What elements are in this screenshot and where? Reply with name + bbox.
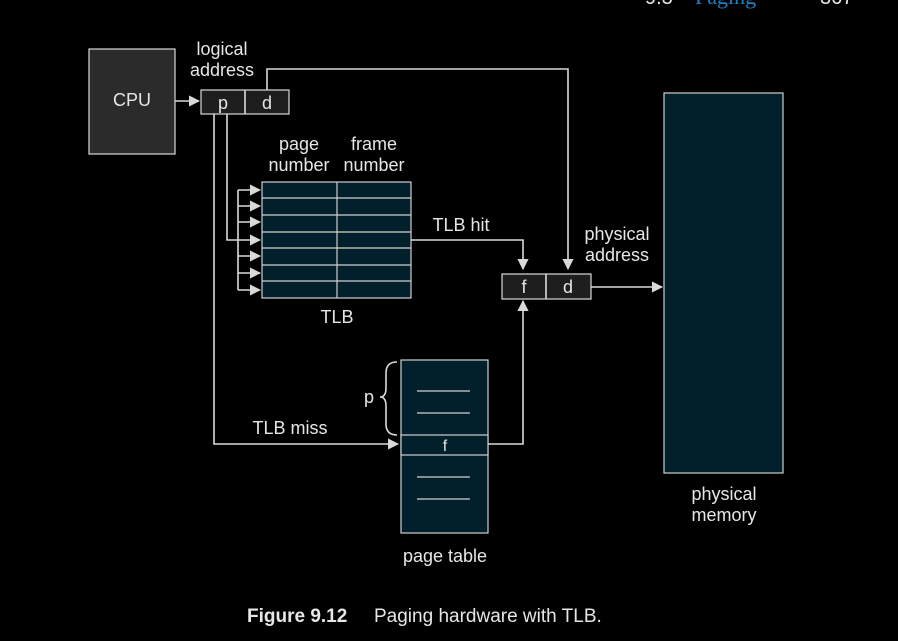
header-section-number: 9.3 xyxy=(645,0,673,9)
physical-memory-label-line2: memory xyxy=(691,505,756,525)
cpu-box xyxy=(88,48,176,155)
page-index-brace xyxy=(379,361,398,436)
page-table-to-frame-arrow xyxy=(488,299,529,445)
tlb-miss-label: TLB miss xyxy=(252,418,327,438)
header-page-number: 367 xyxy=(820,0,853,9)
physical-address-label-line2: address xyxy=(585,245,649,265)
physical-memory-label-line1: physical xyxy=(691,484,756,504)
figure-caption-text: Paging hardware with TLB. xyxy=(374,606,602,627)
page-number-label-line1: page xyxy=(279,134,319,154)
frame-number-label-line1: frame xyxy=(351,134,397,154)
offset-d-arrow xyxy=(266,68,574,271)
physical-d-field: d xyxy=(563,277,573,297)
logical-address-label-line2: address xyxy=(190,60,254,80)
physical-f-field: f xyxy=(521,277,527,297)
page-number-label-line2: number xyxy=(268,155,329,175)
logical-p-field: p xyxy=(218,93,228,113)
tlb-hit-label: TLB hit xyxy=(432,215,489,235)
p-to-tlb-line xyxy=(226,114,262,246)
logical-address-label-line1: logical xyxy=(196,39,247,59)
figure-number: Figure 9.12 xyxy=(247,606,347,627)
frame-number-label-line2: number xyxy=(343,155,404,175)
logical-d-field: d xyxy=(262,93,272,113)
tlb-label: TLB xyxy=(320,307,353,327)
tlb-hit-arrow xyxy=(411,239,529,271)
physical-address-label-line1: physical xyxy=(584,224,649,244)
page-table-f-label: f xyxy=(443,438,448,455)
cpu-label: CPU xyxy=(113,90,151,110)
physical-memory-box xyxy=(663,92,784,474)
tlb-miss-arrow xyxy=(213,114,400,450)
page-table-label: page table xyxy=(403,546,487,566)
page-table-f-entry xyxy=(400,434,489,456)
header-section-title: Paging xyxy=(695,0,756,9)
page-index-p-label: p xyxy=(364,387,374,407)
